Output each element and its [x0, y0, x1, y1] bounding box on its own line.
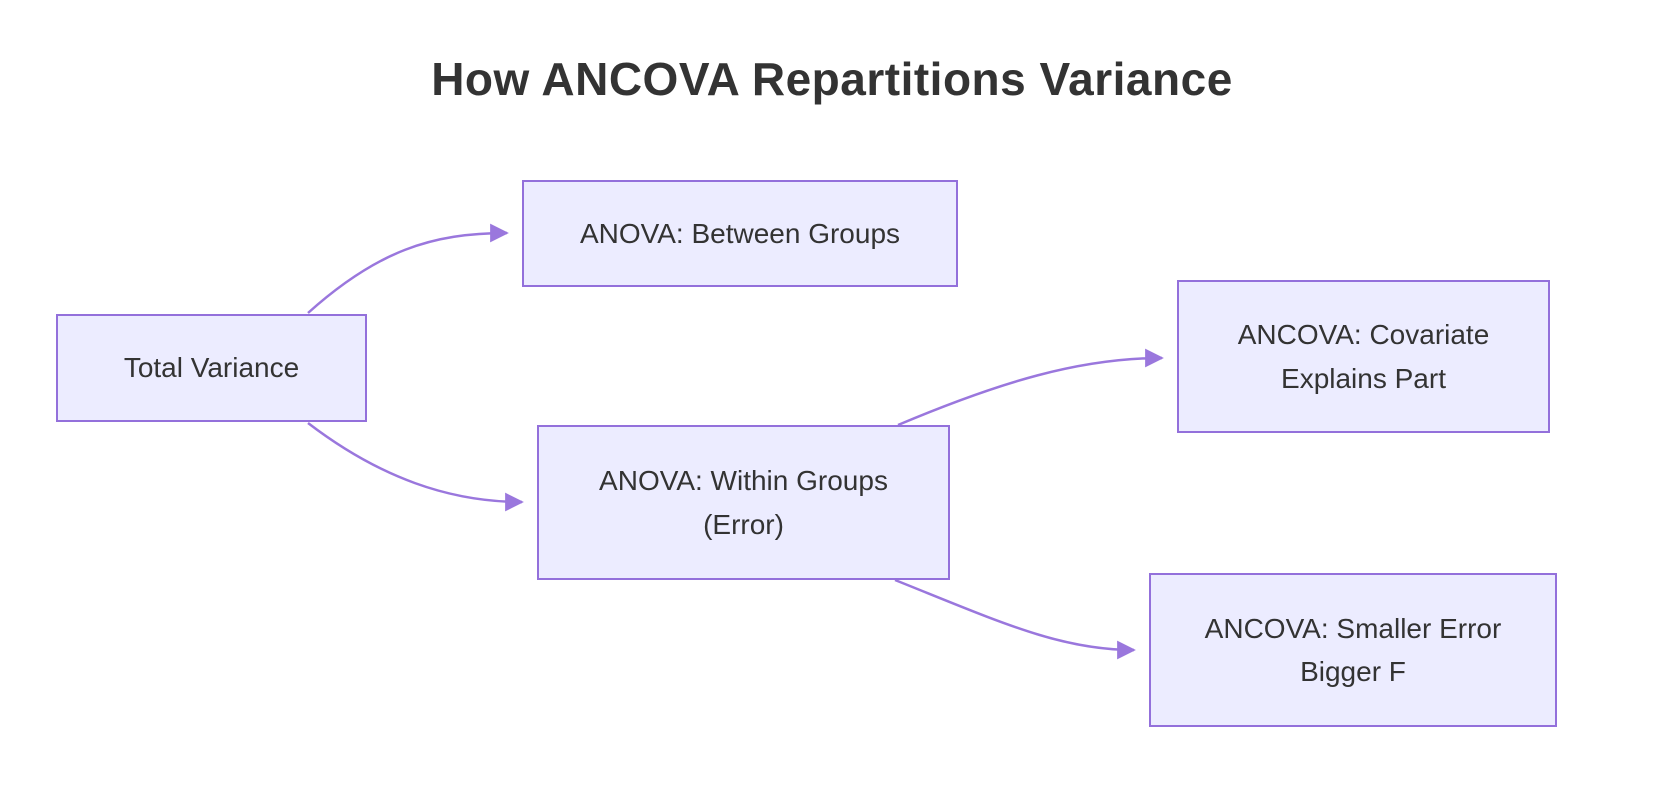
node-label: ANOVA: Between Groups [579, 217, 901, 249]
node-label-line-1: ANCOVA: Smaller Error [1204, 612, 1502, 644]
node-label-line-2: (Error) [703, 508, 784, 540]
node-anova-within-groups: ANOVA: Within Groups (Error) [537, 425, 950, 580]
node-label-line-1: ANCOVA: Covariate [1237, 319, 1490, 351]
edge-within-to-smaller [894, 578, 1136, 660]
node-label-line-2: Explains Part [1281, 362, 1446, 394]
node-label-line-2: Bigger F [1300, 656, 1406, 687]
node-label-line-1: ANOVA: Within Groups [599, 465, 888, 497]
node-ancova-smaller-error: ANCOVA: Smaller Error Bigger F [1149, 573, 1557, 727]
node-label: Total Variance [123, 352, 300, 384]
node-ancova-covariate: ANCOVA: Covariate Explains Part [1177, 280, 1550, 433]
edge-within-to-covariate [897, 348, 1164, 427]
edge-total-to-between [307, 223, 509, 314]
node-total-variance: Total Variance [56, 314, 367, 422]
node-anova-between-groups: ANOVA: Between Groups [522, 180, 958, 287]
edge-total-to-within [307, 422, 524, 512]
diagram-title: How ANCOVA Repartitions Variance [431, 53, 1233, 105]
